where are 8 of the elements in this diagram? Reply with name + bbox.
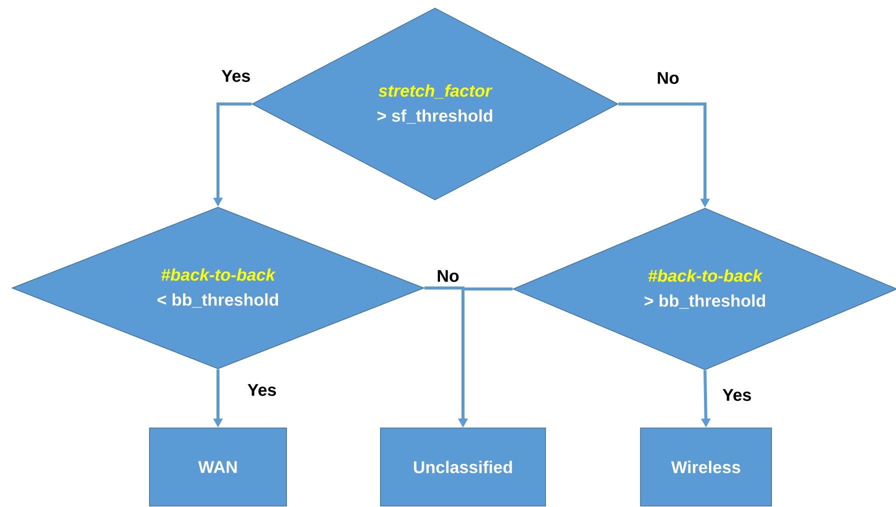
- edge-label: Yes: [722, 389, 751, 401]
- result-box: WAN: [149, 428, 287, 506]
- edge-label: No: [658, 72, 679, 84]
- result-box: Wireless: [640, 428, 772, 506]
- edge-label: Yes: [222, 70, 250, 82]
- result-box: Unclassified: [380, 428, 546, 506]
- edge-label: Yes: [248, 384, 276, 396]
- edge-label: No: [438, 270, 459, 282]
